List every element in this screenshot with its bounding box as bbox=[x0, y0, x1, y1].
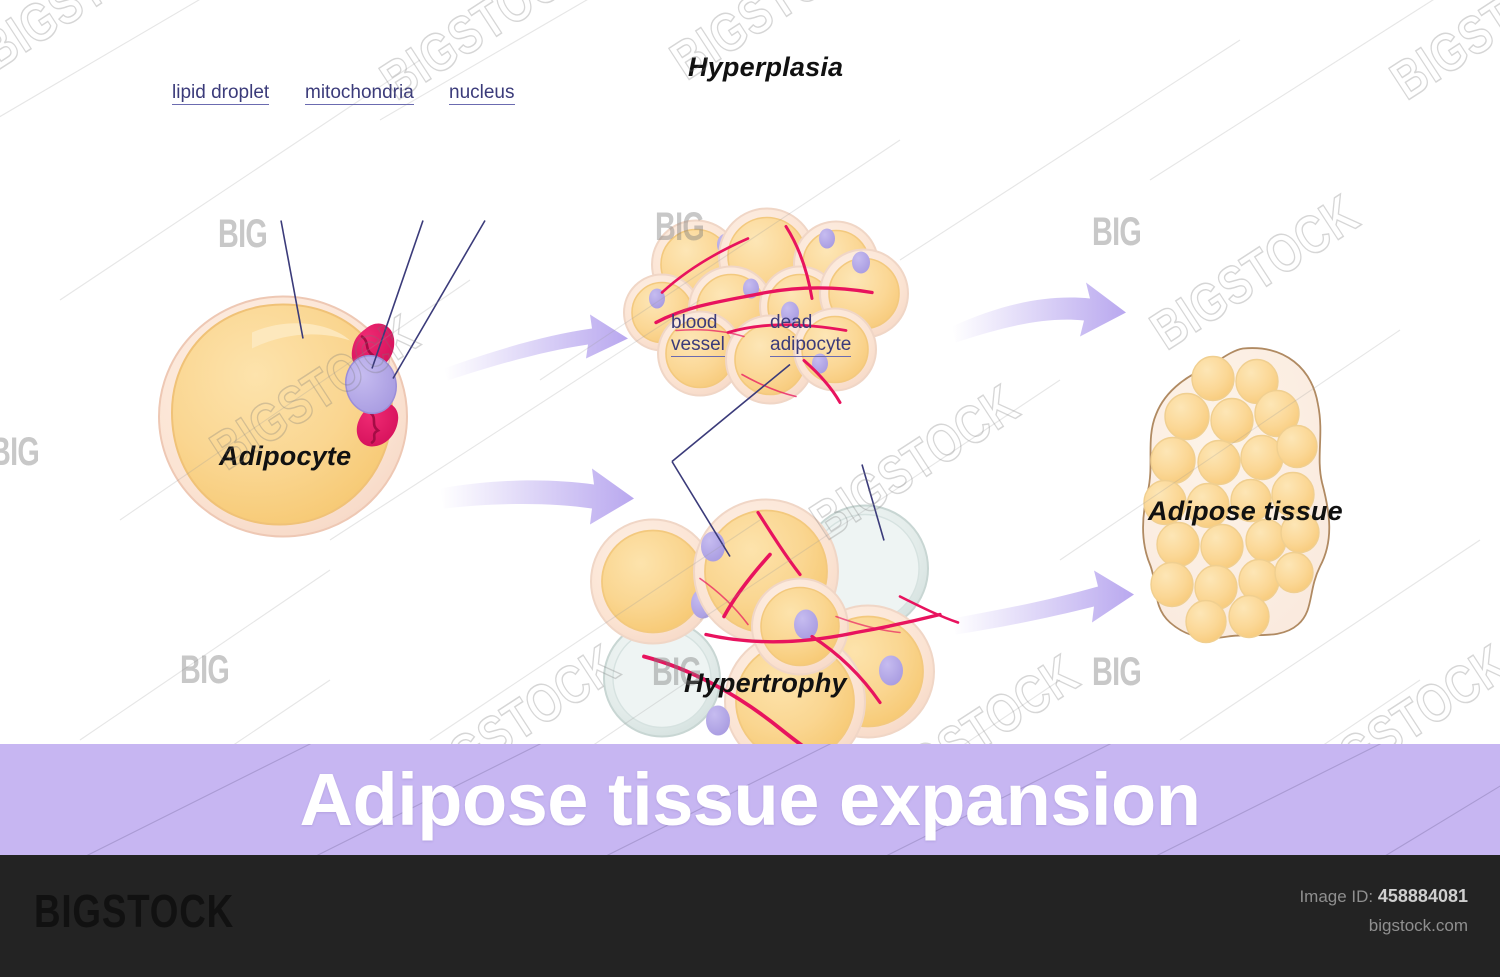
adipose-diagram-svg bbox=[158, 207, 1331, 744]
caption-adipocyte: Adipocyte bbox=[219, 441, 352, 471]
hyperplasia-cluster bbox=[623, 207, 909, 405]
arrow-hypertrophy-to-tissue bbox=[952, 570, 1134, 635]
callout-blood-vessel: blood vessel bbox=[671, 312, 725, 357]
arrow-adipocyte-to-hyperplasia bbox=[444, 314, 628, 381]
caption-adipose-tissue: Adipose tissue bbox=[1148, 496, 1343, 526]
title-banner: Adipose tissue expansion bbox=[0, 744, 1500, 855]
image-id-value: 458884081 bbox=[1377, 886, 1468, 906]
footer-bar bbox=[0, 855, 1500, 977]
caption-hyperplasia: Hyperplasia bbox=[688, 52, 844, 82]
callout-nucleus-text: nucleus bbox=[449, 82, 515, 105]
image-id: Image ID: 458884081 bbox=[1299, 886, 1468, 907]
site-url[interactable]: bigstock.com bbox=[1368, 916, 1468, 935]
hypertrophy-cluster bbox=[590, 498, 960, 744]
image-id-label: Image ID: bbox=[1299, 887, 1374, 906]
dead-adipocyte-cell-left bbox=[603, 619, 721, 738]
adipocyte-cell bbox=[158, 295, 408, 538]
arrow-hyperplasia-to-tissue bbox=[952, 282, 1126, 343]
callout-lipid-droplet-text: lipid droplet bbox=[172, 82, 270, 105]
hypertrophy-leader-lines bbox=[671, 363, 885, 557]
callout-blood-vessel-line1: blood bbox=[671, 312, 718, 333]
adipose-tissue-blob bbox=[1142, 347, 1331, 644]
banner-watermark-lines bbox=[86, 744, 1500, 855]
callout-dead-adipocyte: dead adipocyte bbox=[770, 312, 852, 357]
page-title: Adipose tissue expansion bbox=[299, 758, 1201, 841]
caption-hypertrophy: Hypertrophy bbox=[684, 668, 847, 698]
bigstock-logo: BIGSTOCK bbox=[34, 885, 234, 937]
callout-nucleus: nucleus bbox=[449, 82, 515, 105]
illustration-canvas bbox=[0, 0, 1481, 744]
hyperplasia-vessels bbox=[654, 225, 874, 404]
callout-lipid-droplet: lipid droplet bbox=[172, 82, 270, 105]
adipocyte-leader-lines bbox=[280, 220, 486, 379]
callout-dead-adipocyte-line1: dead bbox=[770, 312, 813, 333]
callout-mitochondria: mitochondria bbox=[305, 82, 414, 105]
callout-blood-vessel-line2: vessel bbox=[671, 334, 725, 357]
nucleus-shape bbox=[345, 354, 397, 415]
arrow-adipocyte-to-hypertrophy bbox=[440, 468, 634, 525]
callout-mitochondria-text: mitochondria bbox=[305, 82, 414, 105]
callout-dead-adipocyte-line2: adipocyte bbox=[770, 334, 852, 357]
hypertrophy-vessels bbox=[642, 510, 960, 744]
